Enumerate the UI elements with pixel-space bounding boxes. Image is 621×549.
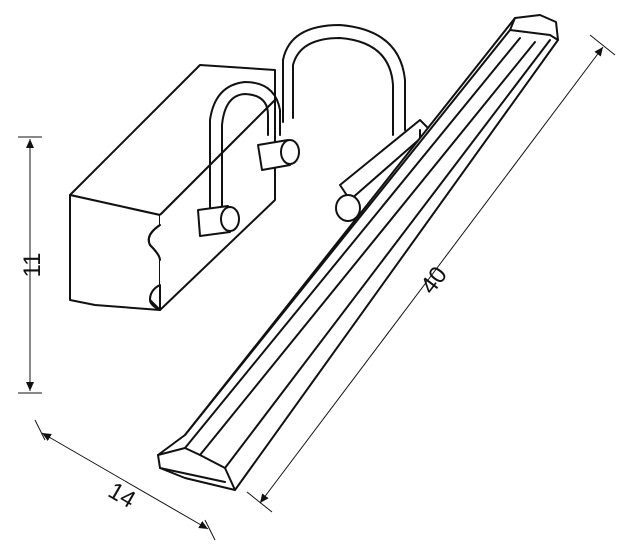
depth-label: 14 [103, 477, 140, 514]
joints [197, 139, 361, 237]
length-label: 40 [415, 262, 453, 300]
dimension-height: 11 [18, 136, 46, 394]
dimension-length: 40 [246, 34, 616, 513]
light-bar [157, 14, 559, 491]
wall-plate [69, 64, 276, 311]
height-label: 11 [19, 253, 46, 278]
